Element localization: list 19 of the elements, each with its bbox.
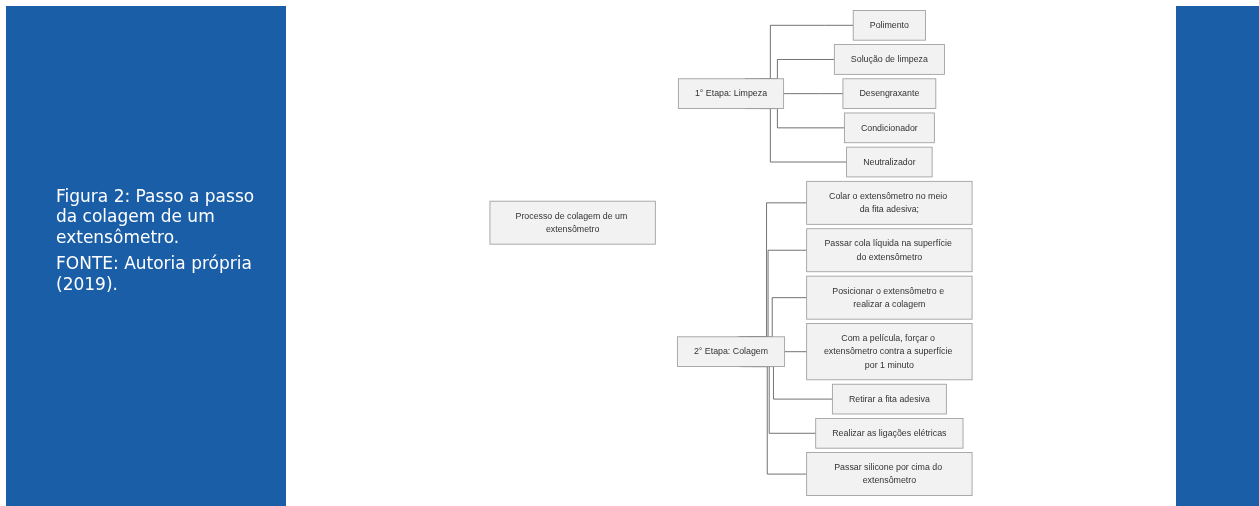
connector: [783, 93, 844, 95]
node-box: Posicionar o extensômetro e realizar a colagem: [806, 275, 973, 320]
node-box: Com a película, forçar o extensômetro contra a superfície por 1 minuto: [806, 323, 973, 381]
figure-caption: Figura 2: Passo a passo da colagem de um extensômetro.: [56, 186, 256, 248]
node-box: Condicionador: [843, 112, 935, 144]
node-box: Colar o extensômetro no meio da fita adesiva;: [806, 180, 973, 225]
node-box: 2° Etapa: Colagem: [676, 336, 786, 367]
connector: [784, 351, 808, 353]
node-box: Neutralizador: [846, 146, 933, 178]
node-box: 1° Etapa: Limpeza: [677, 78, 785, 109]
node-box: Passar silicone por cima do extensômetro: [806, 452, 973, 496]
node-box: Realizar as ligações elétricas: [815, 418, 964, 449]
node-box: Processo de colagem de um extensômetro: [489, 200, 656, 245]
source-note: FONTE: Autoria própria (2019).: [56, 253, 253, 294]
node-box: Solução de limpeza: [833, 44, 945, 75]
node-box: Desengraxante: [842, 78, 937, 109]
node-box: Passar cola líquida na superfície do extensômetro: [806, 228, 973, 273]
node-box: Retirar a fita adesiva: [831, 383, 947, 415]
node-box: Polimento: [852, 10, 926, 41]
